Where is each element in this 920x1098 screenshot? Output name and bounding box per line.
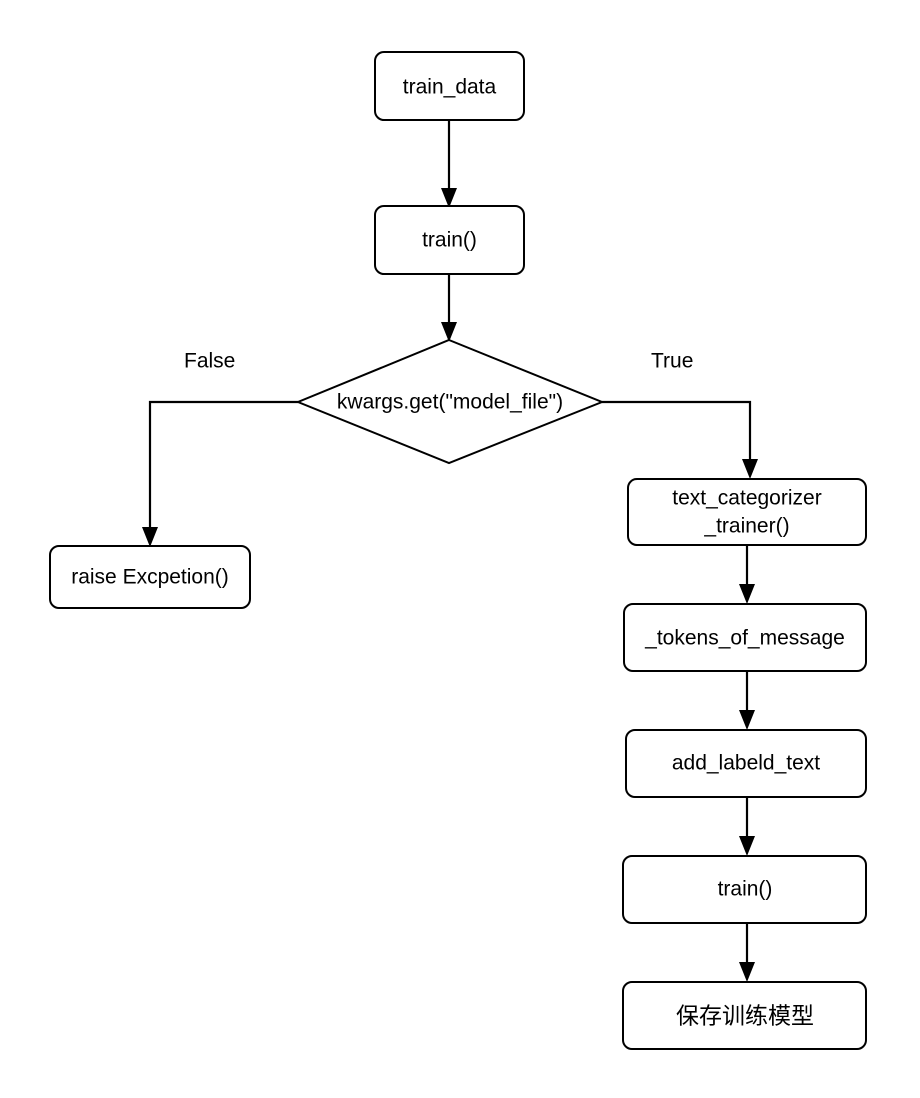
node-text-categorizer-trainer-label-line2: _trainer(): [703, 515, 789, 538]
node-train-data[interactable]: train_data: [374, 51, 525, 121]
node-train-top-label: train(): [422, 229, 477, 252]
node-add-labeld-text-label: add_labeld_text: [672, 752, 820, 775]
arrow-head-icon: [739, 710, 755, 730]
node-decision-shape[interactable]: [295, 338, 605, 465]
node-train-data-shape[interactable]: [374, 51, 525, 121]
node-tokens-of-message-shape[interactable]: [623, 603, 867, 672]
node-decision-kwargs-model-file[interactable]: kwargs.get("model_file"): [295, 338, 605, 465]
branch-label-true: True: [651, 350, 693, 373]
node-text-categorizer-trainer-label-line1: text_categorizer: [672, 487, 821, 510]
node-save-model-label: 保存训练模型: [676, 1004, 814, 1030]
node-raise-exception[interactable]: raise Excpetion(): [49, 545, 251, 609]
edge-train-to-decision: [441, 274, 457, 342]
node-decision-label: kwargs.get("model_file"): [337, 391, 563, 414]
node-add-labeld-text[interactable]: add_labeld_text: [625, 729, 867, 798]
node-raise-exception-shape[interactable]: [49, 545, 251, 609]
arrow-head-icon: [739, 962, 755, 982]
node-train-data-label: train_data: [403, 76, 497, 99]
node-train-bottom-label: train(): [718, 878, 773, 901]
node-tokens-of-message[interactable]: _tokens_of_message: [623, 603, 867, 672]
node-text-categorizer-trainer[interactable]: text_categorizer _trainer(): [627, 478, 867, 546]
node-save-model-shape[interactable]: [622, 981, 867, 1050]
arrow-head-icon: [441, 322, 457, 342]
arrow-head-icon: [142, 527, 158, 547]
edge-decision-true-to-text-categorizer: [602, 400, 758, 479]
branch-label-false: False: [184, 350, 235, 373]
node-train-top[interactable]: train(): [374, 205, 525, 275]
node-text-categorizer-trainer-shape[interactable]: [627, 478, 867, 546]
node-add-labeld-text-shape[interactable]: [625, 729, 867, 798]
arrow-head-icon: [739, 836, 755, 856]
arrow-head-icon: [441, 188, 457, 208]
node-save-model[interactable]: 保存训练模型: [622, 981, 867, 1050]
edge-add-labeld-text-to-train: [739, 797, 755, 856]
node-raise-exception-label: raise Excpetion(): [71, 566, 229, 589]
edge-decision-false-to-raise-exception: [142, 400, 298, 547]
node-train-bottom[interactable]: train(): [622, 855, 867, 924]
edge-train-data-to-train: [441, 120, 457, 208]
edge-tokens-to-add-labeld-text: [739, 671, 755, 730]
edge-train-to-save-model: [739, 923, 755, 982]
node-train-bottom-shape[interactable]: [622, 855, 867, 924]
arrow-head-icon: [742, 459, 758, 479]
arrow-head-icon: [739, 584, 755, 604]
node-train-top-shape[interactable]: [374, 205, 525, 275]
edge-text-categorizer-to-tokens: [739, 545, 755, 604]
node-tokens-of-message-label: _tokens_of_message: [644, 627, 845, 650]
